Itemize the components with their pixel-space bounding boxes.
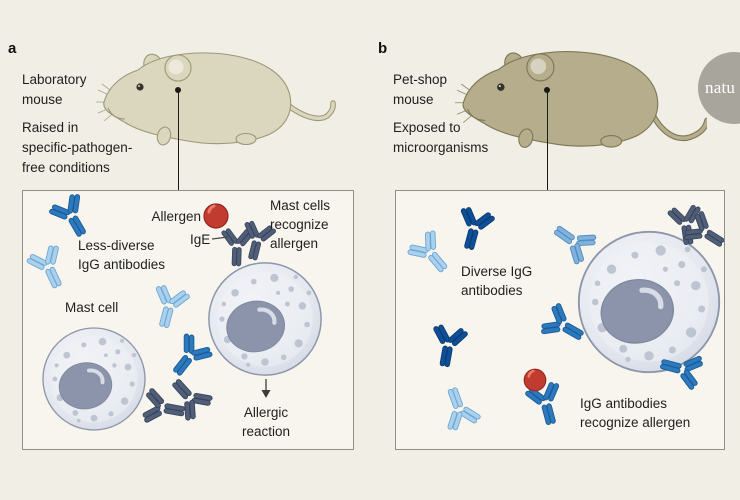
mouse-eye (497, 83, 505, 91)
allergen-particle (202, 202, 230, 230)
panel-b-box: Diverse IgG antibodies IgG antibodies re… (395, 190, 725, 450)
label-line: Less-diverse (78, 238, 155, 253)
panel-a-subtitle: Raised in specific-pathogen- free condit… (22, 118, 132, 178)
panel-b-subtitle: Exposed to microorganisms (393, 118, 488, 158)
label-line: Laboratory (22, 72, 87, 87)
arrow-head (261, 390, 271, 398)
label-line: free conditions (22, 160, 110, 175)
mast-cell-label: Mast cell (65, 298, 118, 317)
diverse-igg-label: Diverse IgG antibodies (461, 262, 532, 300)
mouse-ear-inner (530, 58, 547, 75)
panel-b-letter: b (378, 40, 388, 57)
panel-a-title: Laboratory mouse (22, 70, 87, 110)
allergen-label: Allergen (131, 207, 201, 226)
mast-cell (41, 326, 147, 432)
mouse-ear-inner (168, 59, 184, 75)
pointer-line (177, 90, 179, 190)
igg-recognize-label: IgG antibodies recognize allergen (580, 394, 690, 432)
label-line: reaction (241, 424, 291, 439)
mast-cell (579, 232, 719, 372)
mast-cells-recognize-label: Mast cells recognize allergen (270, 196, 330, 253)
label-line: IgG antibodies (78, 257, 166, 272)
laboratory-mouse-illustration (96, 52, 336, 146)
label-line: antibodies (461, 283, 523, 298)
igg-antibody (145, 281, 193, 332)
igg-antibody (403, 225, 459, 282)
igg-antibody (426, 321, 470, 370)
label-line: Mast cells (270, 198, 331, 213)
nature-logo-text: natu (705, 78, 736, 97)
label-line: mouse (22, 92, 63, 107)
label-line: specific-pathogen- (22, 140, 133, 155)
igg-antibody (434, 382, 484, 435)
panel-a-box: Allergen IgE Mast cells recognize allerg… (22, 190, 354, 450)
igg-antibody (23, 240, 75, 295)
label-line: Diverse IgG (461, 264, 533, 279)
less-diverse-label: Less-diverse IgG antibodies (78, 236, 165, 274)
ige-label: IgE (190, 230, 210, 249)
label-line: Allergic (243, 405, 289, 420)
label-line: microorganisms (393, 140, 489, 155)
mast-cell (209, 263, 321, 375)
label-line: allergen (270, 236, 319, 251)
label-line: IgE (190, 232, 211, 247)
mouse-eye (136, 83, 144, 91)
igg-antibody (161, 369, 217, 426)
igg-antibody (450, 203, 498, 254)
igg-antibody (161, 328, 217, 385)
label-line: Raised in (22, 120, 79, 135)
label-line: Mast cell (65, 300, 119, 315)
label-line: IgG antibodies (580, 396, 668, 411)
label-line: recognize allergen (580, 415, 691, 430)
label-line: mouse (393, 92, 434, 107)
ige-pointer-line (211, 236, 229, 240)
panel-a-letter: a (8, 40, 17, 57)
label-line: Pet-shop (393, 72, 448, 87)
allergen-particle (522, 367, 548, 393)
panel-a-illustration (23, 191, 353, 432)
label-line: Exposed to (393, 120, 461, 135)
label-line: Allergen (151, 209, 201, 224)
panel-b-title: Pet-shop mouse (393, 70, 447, 110)
pointer-line (546, 90, 548, 190)
label-line: recognize (270, 217, 329, 232)
pet-shop-mouse-illustration (455, 51, 707, 148)
allergic-reaction-label: Allergic reaction (216, 403, 316, 441)
